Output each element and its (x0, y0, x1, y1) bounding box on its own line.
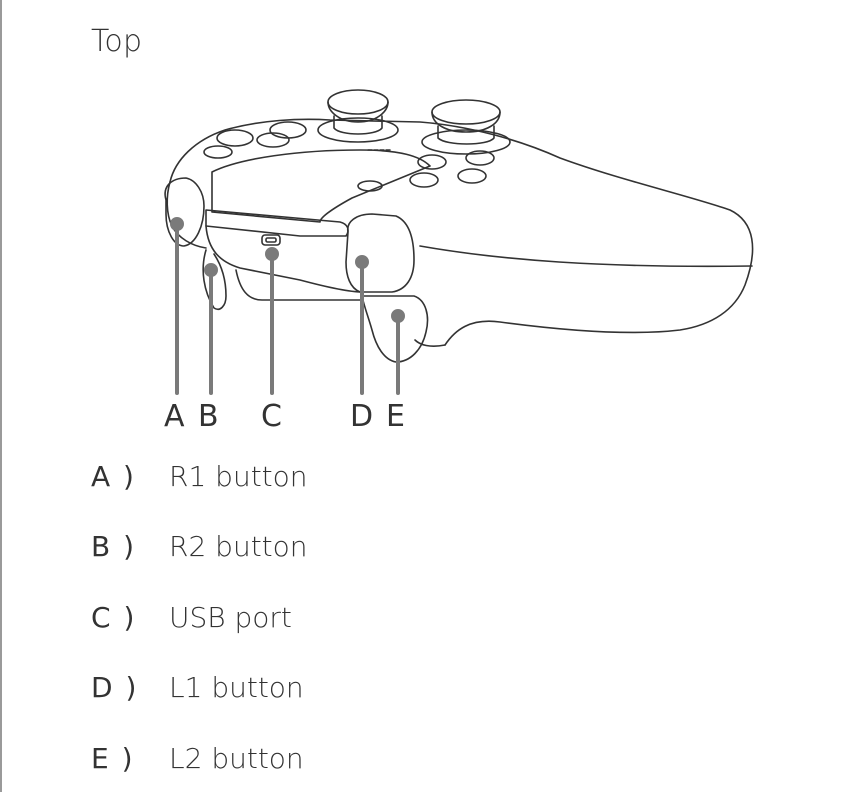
legend-item: D ) L1 button (91, 671, 491, 711)
legend-item: E ) L2 button (91, 742, 491, 782)
legend-item: B ) R2 button (91, 530, 491, 570)
legend-item: C ) USB port (91, 601, 491, 641)
callout-leaders (170, 217, 405, 395)
callout-d: D (350, 399, 373, 434)
legend-item: A ) R1 button (91, 460, 491, 500)
callout-b: B (198, 399, 219, 434)
legend-label: R1 button (169, 460, 308, 493)
legend-label: L1 button (169, 671, 304, 704)
leader-b-dot (204, 263, 218, 277)
legend-key: E ) (91, 742, 135, 775)
controller-drawing (164, 89, 754, 363)
page-left-rule (0, 0, 2, 792)
legend-label: L2 button (169, 742, 304, 775)
legend-label: USB port (169, 601, 292, 634)
leader-c-dot (265, 247, 279, 261)
legend-label: R2 button (169, 530, 308, 563)
leader-e-dot (391, 309, 405, 323)
callout-a: A (164, 399, 185, 434)
leader-d-dot (355, 255, 369, 269)
legend-key: A ) (91, 460, 136, 493)
legend-key: C ) (91, 601, 137, 634)
callout-c: C (261, 399, 282, 434)
legend-key: D ) (91, 671, 139, 704)
legend-key: B ) (91, 530, 137, 563)
callout-e: E (386, 399, 405, 434)
leader-a-dot (170, 217, 184, 231)
section-title: Top (91, 24, 143, 59)
